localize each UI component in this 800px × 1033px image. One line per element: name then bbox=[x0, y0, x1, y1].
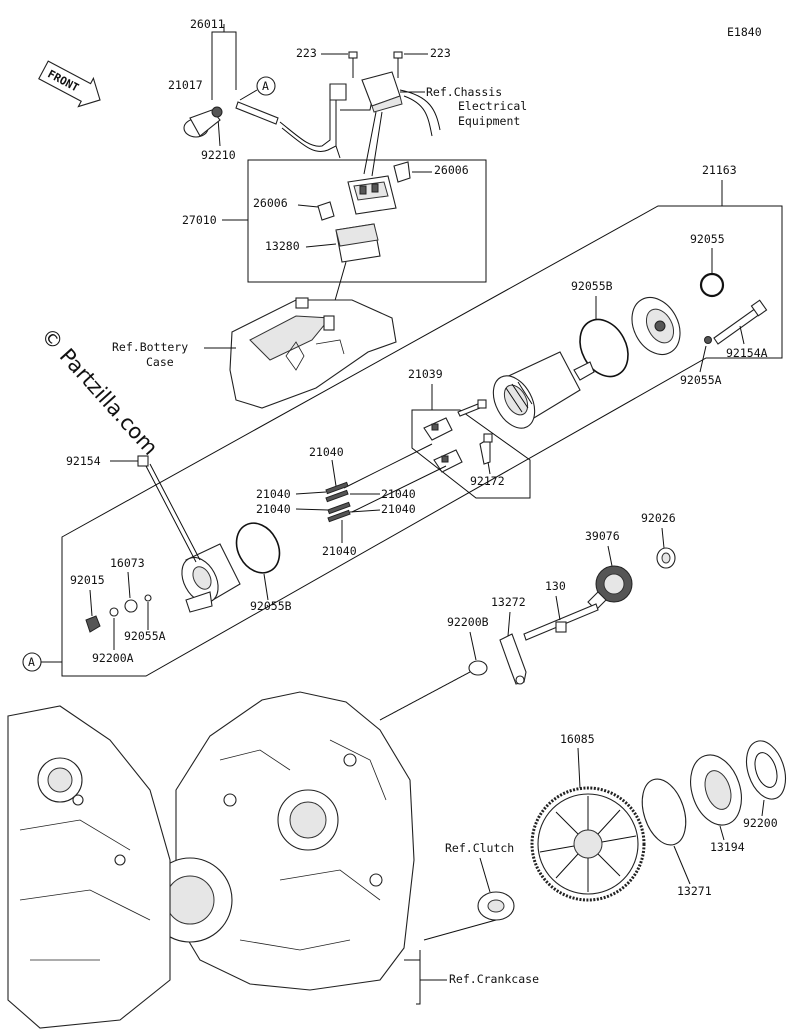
part-223-right-label[interactable]: 223 bbox=[430, 46, 451, 60]
nut-92015[interactable] bbox=[85, 615, 101, 633]
washer-16073[interactable] bbox=[124, 599, 138, 613]
starter-end-cover[interactable] bbox=[622, 289, 689, 363]
crankcase[interactable] bbox=[147, 691, 415, 991]
part-92055b-top-label[interactable]: 92055B bbox=[571, 279, 613, 293]
front-arrow-icon: FRONT bbox=[38, 60, 101, 108]
part-223-left-label[interactable]: 223 bbox=[296, 46, 317, 60]
plate-13271[interactable] bbox=[634, 773, 693, 850]
part-92055a-top-label[interactable]: 92055A bbox=[680, 373, 722, 387]
one-way-clutch-13194[interactable] bbox=[682, 748, 750, 831]
brush-holder-lower[interactable] bbox=[433, 449, 463, 473]
bearing-92026[interactable] bbox=[656, 547, 676, 569]
bolt-92154a[interactable] bbox=[713, 299, 768, 345]
screw-brush-upper[interactable] bbox=[457, 399, 487, 417]
ref-battery-1: Ref.Bottery bbox=[112, 340, 188, 354]
screw-92172[interactable] bbox=[479, 433, 493, 465]
fuse-26006-right[interactable] bbox=[393, 161, 411, 183]
cable-terminal-21017[interactable] bbox=[183, 109, 221, 138]
bolt-92154[interactable] bbox=[137, 455, 201, 563]
part-21163-label[interactable]: 21163 bbox=[702, 163, 737, 177]
ref-battery-2: Case bbox=[146, 355, 174, 369]
part-21039-label[interactable]: 21039 bbox=[408, 367, 443, 381]
idle-gear-39076[interactable] bbox=[587, 565, 633, 611]
ref-chassis-1: Ref.Chassis bbox=[426, 85, 502, 99]
washer-92200a[interactable] bbox=[109, 607, 119, 617]
shaft-130[interactable] bbox=[523, 603, 599, 641]
o-ring-92055b-top[interactable] bbox=[570, 311, 637, 385]
part-39076-label[interactable]: 39076 bbox=[585, 529, 620, 543]
crankcase-left-half[interactable] bbox=[7, 705, 171, 1029]
diagram-code: E1840 bbox=[727, 25, 762, 39]
part-26011-label[interactable]: 26011 bbox=[190, 17, 225, 31]
starter-relay[interactable] bbox=[347, 175, 397, 215]
callout-a-bottom: A bbox=[28, 655, 35, 669]
starter-yoke[interactable] bbox=[485, 351, 595, 435]
part-13280-label[interactable]: 13280 bbox=[265, 239, 300, 253]
part-130-label[interactable]: 130 bbox=[545, 579, 566, 593]
starter-clutch-gear-16085[interactable] bbox=[530, 786, 646, 902]
fuse-26006-left[interactable] bbox=[317, 201, 335, 221]
part-26006-right-label[interactable]: 26006 bbox=[434, 163, 469, 177]
part-92015-label[interactable]: 92015 bbox=[70, 573, 105, 587]
part-92210-label[interactable]: 92210 bbox=[201, 148, 236, 162]
part-92154a-label[interactable]: 92154A bbox=[726, 346, 768, 360]
part-13271-label[interactable]: 13271 bbox=[677, 884, 712, 898]
brush-springs-21040[interactable] bbox=[325, 481, 351, 523]
ref-chassis-2: Electrical bbox=[458, 99, 527, 113]
part-27010-label[interactable]: 27010 bbox=[182, 213, 217, 227]
ref-chassis-3: Equipment bbox=[458, 114, 520, 128]
screw-223-right[interactable] bbox=[393, 51, 403, 78]
part-21040-label-5[interactable]: 21040 bbox=[381, 502, 416, 516]
part-92200b-label[interactable]: 92200B bbox=[447, 615, 489, 629]
part-92055b-bottom-label[interactable]: 92055B bbox=[250, 599, 292, 613]
chassis-connector[interactable] bbox=[361, 71, 441, 137]
part-13194-label[interactable]: 13194 bbox=[710, 840, 745, 854]
part-92055a-bottom-label[interactable]: 92055A bbox=[124, 629, 166, 643]
part-21017-label[interactable]: 21017 bbox=[168, 78, 203, 92]
part-16085-label[interactable]: 16085 bbox=[560, 732, 595, 746]
part-26006-left-label[interactable]: 26006 bbox=[253, 196, 288, 210]
relay-cover-13280[interactable] bbox=[335, 223, 381, 263]
part-16073-label[interactable]: 16073 bbox=[110, 556, 145, 570]
callout-a-top: A bbox=[262, 79, 269, 93]
part-21040-label-2[interactable]: 21040 bbox=[256, 487, 291, 501]
o-ring-92055[interactable] bbox=[699, 272, 725, 298]
nut-92210[interactable] bbox=[211, 106, 223, 118]
o-ring-92055b-bottom[interactable] bbox=[228, 516, 288, 581]
screw-223-left[interactable] bbox=[348, 51, 358, 78]
part-92200-label[interactable]: 92200 bbox=[743, 816, 778, 830]
part-21040-label-4[interactable]: 21040 bbox=[256, 502, 291, 516]
battery-case[interactable] bbox=[229, 297, 397, 409]
washer-92055a-bottom[interactable] bbox=[144, 594, 152, 602]
part-92154-label[interactable]: 92154 bbox=[66, 454, 101, 468]
ref-clutch: Ref.Clutch bbox=[445, 841, 514, 855]
part-92026-label[interactable]: 92026 bbox=[641, 511, 676, 525]
washer-92055a-top[interactable] bbox=[704, 336, 712, 344]
washer-92200b[interactable] bbox=[468, 660, 488, 676]
brush-holder-upper[interactable] bbox=[423, 417, 453, 441]
part-92172-label[interactable]: 92172 bbox=[470, 474, 505, 488]
starter-front-cover[interactable] bbox=[175, 543, 241, 613]
part-92055-label[interactable]: 92055 bbox=[690, 232, 725, 246]
part-21040-label-6[interactable]: 21040 bbox=[322, 544, 357, 558]
plate-92200[interactable] bbox=[740, 736, 793, 804]
part-21040-label-3[interactable]: 21040 bbox=[381, 487, 416, 501]
part-21040-label-1[interactable]: 21040 bbox=[309, 445, 344, 459]
part-92200a-label[interactable]: 92200A bbox=[92, 651, 134, 665]
bracket-13272[interactable] bbox=[499, 633, 527, 685]
ref-crankcase: Ref.Crankcase bbox=[449, 972, 539, 986]
part-13272-label[interactable]: 13272 bbox=[491, 595, 526, 609]
